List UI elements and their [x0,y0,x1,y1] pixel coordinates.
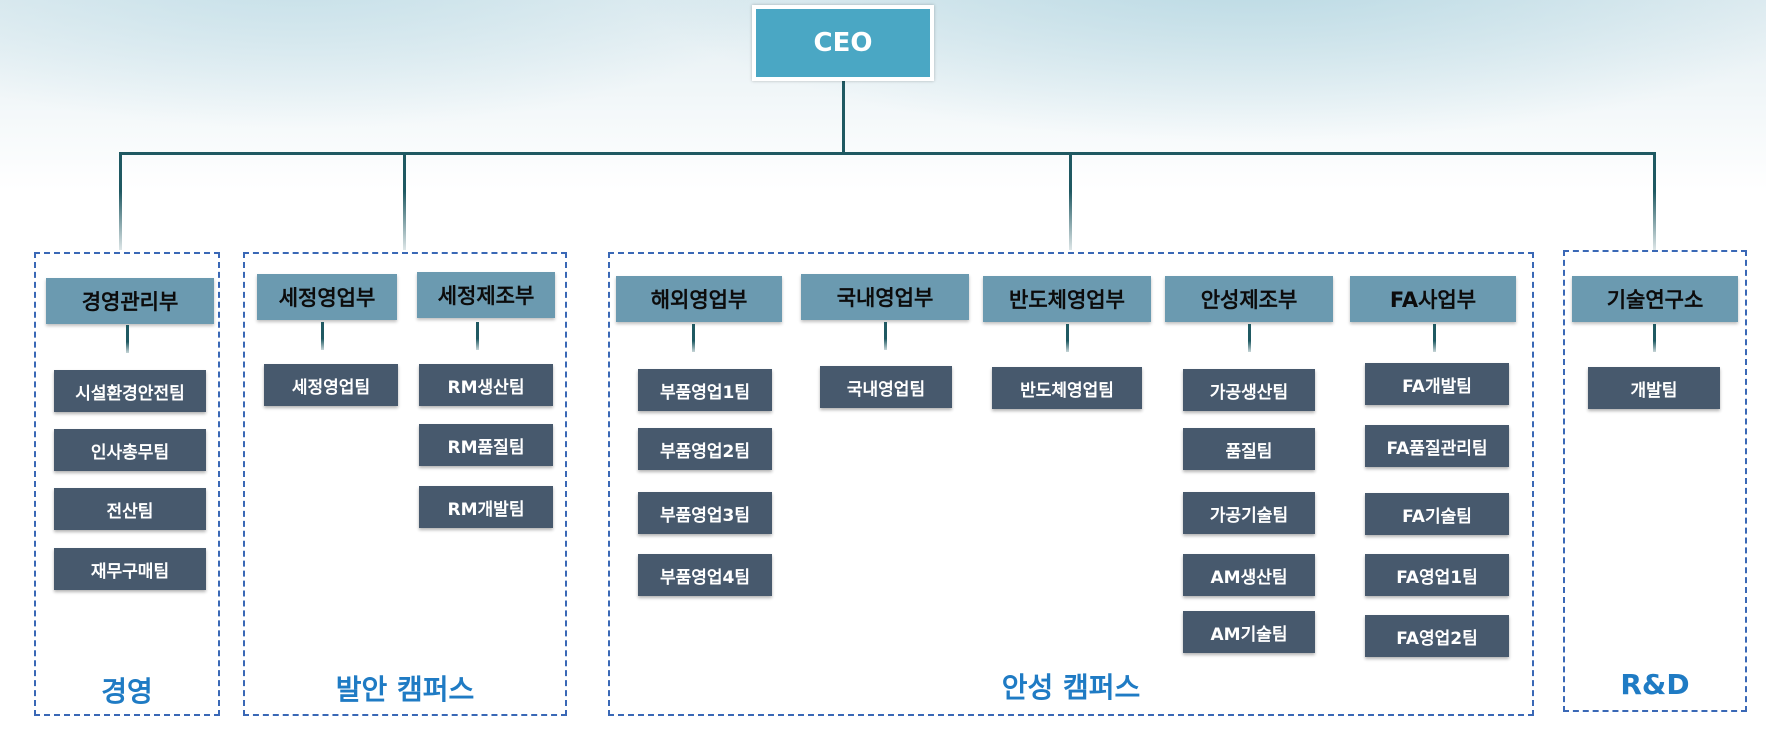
team-box: 국내영업팀 [820,366,952,408]
team-box: 부품영업1팀 [638,369,772,411]
department-box: 경영관리부 [46,278,214,324]
team-box: RM품질팀 [419,424,553,466]
department-box: 안성제조부 [1165,276,1333,322]
team-box: 전산팀 [54,488,206,530]
campus-label: 발안 캠퍼스 [335,673,475,706]
group-management [34,252,220,716]
team-box: FA영업2팀 [1365,615,1509,657]
team-box: RM개발팀 [419,486,553,528]
team-box: 가공생산팀 [1183,369,1315,411]
department-connector [321,322,324,350]
team-box: 세정영업팀 [264,364,398,406]
team-box: 인사총무팀 [54,429,206,471]
department-box: 국내영업부 [801,274,969,320]
ceo-connector [842,81,845,153]
team-box: FA영업1팀 [1365,554,1509,596]
team-box: RM생산팀 [419,364,553,406]
department-box: 세정영업부 [257,274,397,320]
department-box: 기술연구소 [1572,276,1738,322]
team-box: 가공기술팀 [1183,492,1315,534]
ceo-box: CEO [752,5,934,81]
horizontal-trunk [119,152,1656,155]
team-box: FA기술팀 [1365,493,1509,535]
team-box: FA개발팀 [1365,363,1509,405]
department-connector [884,322,887,350]
team-box: 개발팀 [1588,367,1720,409]
team-box: 부품영업4팀 [638,554,772,596]
team-box: 부품영업3팀 [638,492,772,534]
department-connector [1653,324,1656,352]
branch-connector-management [119,152,122,250]
campus-label: 안성 캠퍼스 [1001,671,1141,704]
team-box: 반도체영업팀 [992,367,1142,409]
team-box: 품질팀 [1183,428,1315,470]
group-anseong-campus [608,252,1534,716]
team-box: 부품영업2팀 [638,428,772,470]
team-box: AM생산팀 [1183,554,1315,596]
department-box: FA사업부 [1350,276,1516,322]
group-rnd [1563,250,1747,712]
department-connector [1248,324,1251,352]
department-connector [476,322,479,350]
branch-connector-balan [403,152,406,250]
campus-label: 경영 [101,675,153,708]
team-box: 재무구매팀 [54,548,206,590]
branch-connector-anseong [1069,152,1072,250]
campus-label: R&D [1620,668,1690,701]
department-connector [1433,324,1436,352]
department-connector [692,324,695,352]
department-box: 반도체영업부 [983,276,1151,322]
branch-connector-rnd [1653,152,1656,250]
team-box: FA품질관리팀 [1365,425,1509,467]
group-balan-campus [243,252,567,716]
department-connector [1066,324,1069,352]
department-box: 해외영업부 [616,276,782,322]
team-box: 시설환경안전팀 [54,370,206,412]
department-box: 세정제조부 [417,272,555,318]
department-connector [126,325,129,353]
team-box: AM기술팀 [1183,611,1315,653]
